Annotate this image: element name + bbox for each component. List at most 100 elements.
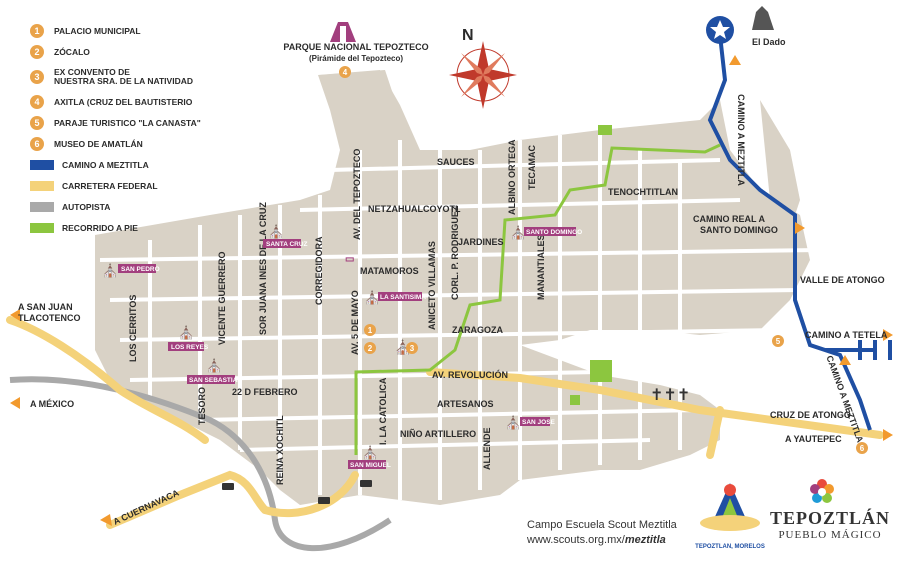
bus-icon: ▭: [345, 254, 354, 265]
church-san-miguel: ⛪ SAN MIGUEL: [348, 444, 391, 469]
street-a-mexico: A MÉXICO: [30, 399, 74, 409]
street-meztitla-1: CAMINO A MEZTITLA: [736, 94, 746, 186]
svg-text:SANTA CRUZ: SANTA CRUZ: [266, 241, 308, 248]
cemetery-icon: ✝✝✝: [650, 387, 690, 404]
svg-text:⛪: ⛪: [510, 224, 526, 240]
church-los-reyes: ⛪ LOS REYES: [168, 324, 209, 351]
walking-route: [354, 143, 721, 455]
church-la-santisima: ⛪LA SANTISIMA: [364, 289, 426, 305]
pueblo-subtitle: PUEBLO MÁGICO: [778, 529, 882, 541]
street-reina: REINA XOCHITL: [275, 415, 285, 485]
footer-title: Campo Escuela Scout Meztitla: [527, 519, 677, 531]
meztitla-route: [707, 34, 872, 431]
compass-rose: [449, 41, 517, 109]
svg-text:1: 1: [368, 326, 373, 335]
svg-text:LA SANTISIMA: LA SANTISIMA: [380, 294, 426, 301]
street-cinco-mayo: AV. 5 DE MAYO: [350, 290, 360, 355]
tetela-route: [825, 340, 892, 360]
legend-route-autopista: AUTOPISTA: [30, 198, 280, 216]
street-valle-atongo: VALLE DE ATONGO: [800, 275, 885, 285]
pueblo-title: TEPOZTLÁN: [770, 508, 891, 528]
street-jardines: JARDINES: [458, 237, 504, 247]
svg-text:⛪: ⛪: [178, 324, 194, 340]
street-revolucion: AV. REVOLUCIÓN: [432, 369, 508, 380]
street-a-yautepec: A YAUTEPEC: [785, 434, 842, 444]
svg-text:4: 4: [343, 68, 348, 77]
street-nino: NIÑO ARTILLERO: [400, 429, 476, 439]
svg-text:⛪: ⛪: [206, 357, 222, 373]
street-cruz-atongo: CRUZ DE ATONGO: [770, 410, 851, 420]
legend-marker-4: 4: [30, 95, 44, 109]
street-a-sanjuan-2: TLACOTENCO: [18, 313, 81, 323]
svg-text:⛪: ⛪: [268, 223, 284, 239]
pueblo-magico-brand: TEPOZTLÁN PUEBLO MÁGICO: [770, 508, 890, 541]
el-dado-label: El Dado: [752, 37, 786, 47]
scout-logo: TEPOZTLAN, MORELOS: [695, 483, 765, 550]
church-san-jose: ⛪SAN JOSE: [505, 414, 556, 430]
park-subtitle: (Pirámide del Tepozteco): [309, 54, 403, 63]
svg-text:SANTO DOMINGO: SANTO DOMINGO: [526, 229, 582, 236]
swatch-carretera: [30, 181, 54, 191]
street-manantiales: MANANTIALES: [536, 235, 546, 301]
street-cerritos: LOS CERRITOS: [128, 295, 138, 362]
svg-text:LOS REYES: LOS REYES: [171, 344, 209, 351]
pyramid-icon: [330, 22, 356, 42]
autopista-route: [9, 376, 392, 552]
legend-marker-1: 1: [30, 24, 44, 38]
street-catolica: I. LA CATOLICA: [378, 377, 388, 445]
svg-text:3: 3: [410, 344, 415, 353]
svg-text:SAN MIGUEL: SAN MIGUEL: [350, 462, 391, 469]
svg-text:5: 5: [776, 337, 781, 346]
street-rodriguez: CORL. P. RODRIGUEZ: [450, 205, 460, 300]
swatch-autopista: [30, 202, 54, 212]
street-villamas: ANICETO VILLAMAS: [427, 241, 437, 330]
church-san-sebastian: ⛪ SAN SEBASTIAN: [187, 357, 242, 384]
street-vicente: VICENTE GUERRERO: [217, 251, 227, 345]
convent-icon: ⛪: [394, 338, 411, 356]
legend-marker-6: 6: [30, 137, 44, 151]
church-san-pedro: ⛪SAN PEDRO: [102, 262, 160, 278]
carretera-federal-route: [6, 316, 884, 529]
legend-marker-3: 3: [30, 70, 44, 84]
street-tesoro: TESORO: [197, 387, 207, 425]
street-tecamac: TECAMAC: [527, 145, 537, 190]
street-zaragoza: ZARAGOZA: [452, 325, 503, 335]
svg-text:⛪: ⛪: [102, 262, 118, 278]
church-santa-cruz: ⛪ SANTA CRUZ: [263, 223, 308, 248]
street-labels: SAUCES NETZAHUALCOYOTL TENOCHTITLAN JARD…: [18, 94, 888, 527]
numbered-markers: 1 2 3 4 5 6: [339, 66, 868, 454]
footer-url[interactable]: www.scouts.org.mx/meztitla: [527, 534, 666, 546]
svg-text:⛪: ⛪: [362, 444, 378, 460]
direction-arrows: [10, 55, 893, 526]
street-tepozteco: AV. DEL TEPOZTECO: [352, 149, 362, 240]
street-matamoros: MATAMOROS: [360, 266, 419, 276]
svg-text:2: 2: [368, 344, 373, 353]
street-sauces: SAUCES: [437, 157, 475, 167]
legend-marker-5: 5: [30, 116, 44, 130]
street-artesanos: ARTESANOS: [437, 399, 494, 409]
street-a-sanjuan-1: A SAN JUAN: [18, 302, 73, 312]
compass-north-label: N: [462, 27, 474, 44]
svg-text:TEPOZTLAN, MORELOS: TEPOZTLAN, MORELOS: [695, 544, 765, 550]
street-a-cuernavaca: A CUERNAVACA: [112, 487, 181, 526]
legend-route-carretera: CARRETERA FEDERAL: [30, 177, 280, 195]
svg-text:SAN SEBASTIAN: SAN SEBASTIAN: [189, 377, 242, 384]
swatch-walk: [30, 223, 54, 233]
street-corregidora: CORREGIDORA: [314, 236, 324, 305]
legend-route-walk: RECORRIDO A PIE: [30, 219, 280, 237]
footer: Campo Escuela Scout Meztitla www.scouts.…: [527, 518, 677, 548]
pueblo-magico-flower-icon: [810, 479, 834, 503]
church-markers: ⛪ SANTA CRUZ ⛪SAN PEDRO ⛪ LOS REYES ⛪ SAN S…: [102, 223, 582, 469]
el-dado-rock-icon: [752, 6, 774, 30]
swatch-meztitla: [30, 160, 54, 170]
svg-text:⛪: ⛪: [364, 289, 380, 305]
street-netza: NETZAHUALCOYOTL: [368, 204, 461, 214]
street-camino-tetela: CAMINO A TETELA: [805, 330, 888, 340]
street-sorjuana: SOR JUANA INES DE LA CRUZ: [258, 202, 268, 335]
svg-text:⛪: ⛪: [505, 414, 521, 430]
